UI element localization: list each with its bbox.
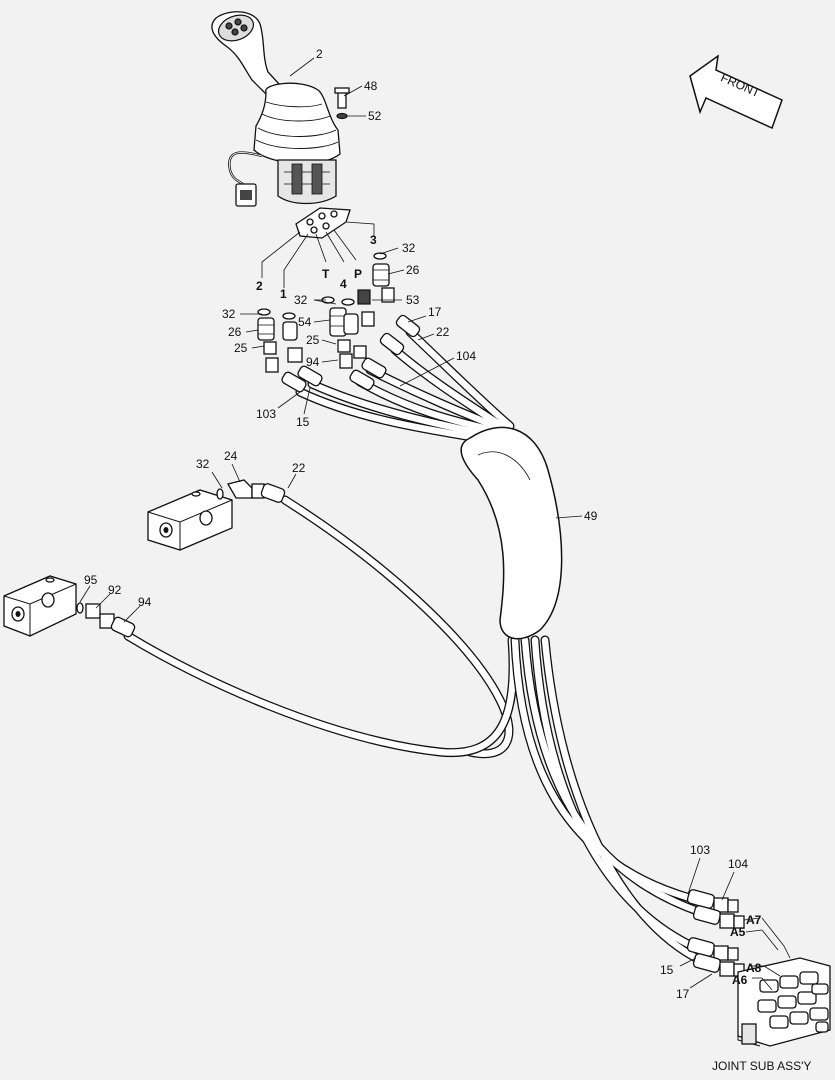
callout-103-a: 103 (256, 407, 276, 421)
callout-24: 24 (224, 449, 238, 463)
port-label-a7: A7 (746, 913, 762, 927)
callout-22-a: 22 (436, 325, 450, 339)
port-label-1: 1 (280, 287, 287, 301)
elbow-fitting-24 (216, 479, 286, 503)
callout-92: 92 (108, 583, 122, 597)
callout-52: 52 (368, 109, 382, 123)
callout-32-c: 32 (294, 293, 308, 307)
port-label-t: T (322, 267, 330, 281)
port-label-a8: A8 (746, 961, 762, 975)
callout-94-b: 94 (138, 595, 152, 609)
callout-54: 54 (298, 315, 312, 329)
callout-15-a: 15 (296, 415, 310, 429)
mounting-block-upper (147, 489, 233, 551)
callout-17-b: 17 (676, 987, 690, 1001)
callout-49: 49 (584, 509, 598, 523)
port-label-2: 2 (256, 279, 263, 293)
port-fittings (257, 252, 421, 393)
callout-48: 48 (364, 79, 378, 93)
callout-15-b: 15 (660, 963, 674, 977)
callout-25-b: 25 (306, 333, 320, 347)
lower-hose-fittings (686, 889, 745, 977)
callout-17-a: 17 (428, 305, 442, 319)
joint-sub-assembly (737, 957, 831, 1047)
callout-22-b: 22 (292, 461, 306, 475)
protective-sleeve (460, 426, 563, 640)
port-label-a6: A6 (732, 973, 748, 987)
bolt-48 (334, 87, 350, 109)
callout-26-b: 26 (228, 325, 242, 339)
assembly-label: JOINT SUB ASS'Y (712, 1059, 811, 1073)
callout-103-b: 103 (690, 843, 710, 857)
callout-104-b: 104 (728, 857, 748, 871)
callout-leaders (79, 57, 791, 991)
port-leader-lines (261, 221, 375, 288)
callout-94-a: 94 (306, 355, 320, 369)
callout-32-a: 32 (402, 241, 416, 255)
callout-2: 2 (316, 47, 323, 61)
connector-92 (76, 602, 136, 638)
hose-bundle (123, 327, 705, 965)
port-label-3: 3 (370, 233, 377, 247)
joystick-lever (211, 11, 341, 207)
callout-95: 95 (84, 573, 98, 587)
callout-25-a: 25 (234, 341, 248, 355)
callout-32-d: 32 (196, 457, 210, 471)
mounting-block-lower (3, 575, 77, 637)
washer-52 (336, 112, 348, 120)
front-arrow-icon: FRONT (689, 54, 783, 130)
callout-104-a: 104 (456, 349, 476, 363)
port-label-4: 4 (340, 277, 347, 291)
callout-32-b: 32 (222, 307, 236, 321)
callout-53: 53 (406, 293, 420, 307)
port-label-p: P (354, 267, 362, 281)
callout-labels: 2 48 52 3 32 26 2 1 T 4 P 32 32 53 26 54… (84, 47, 811, 1073)
callout-26-a: 26 (406, 263, 420, 277)
port-label-a5: A5 (730, 925, 746, 939)
